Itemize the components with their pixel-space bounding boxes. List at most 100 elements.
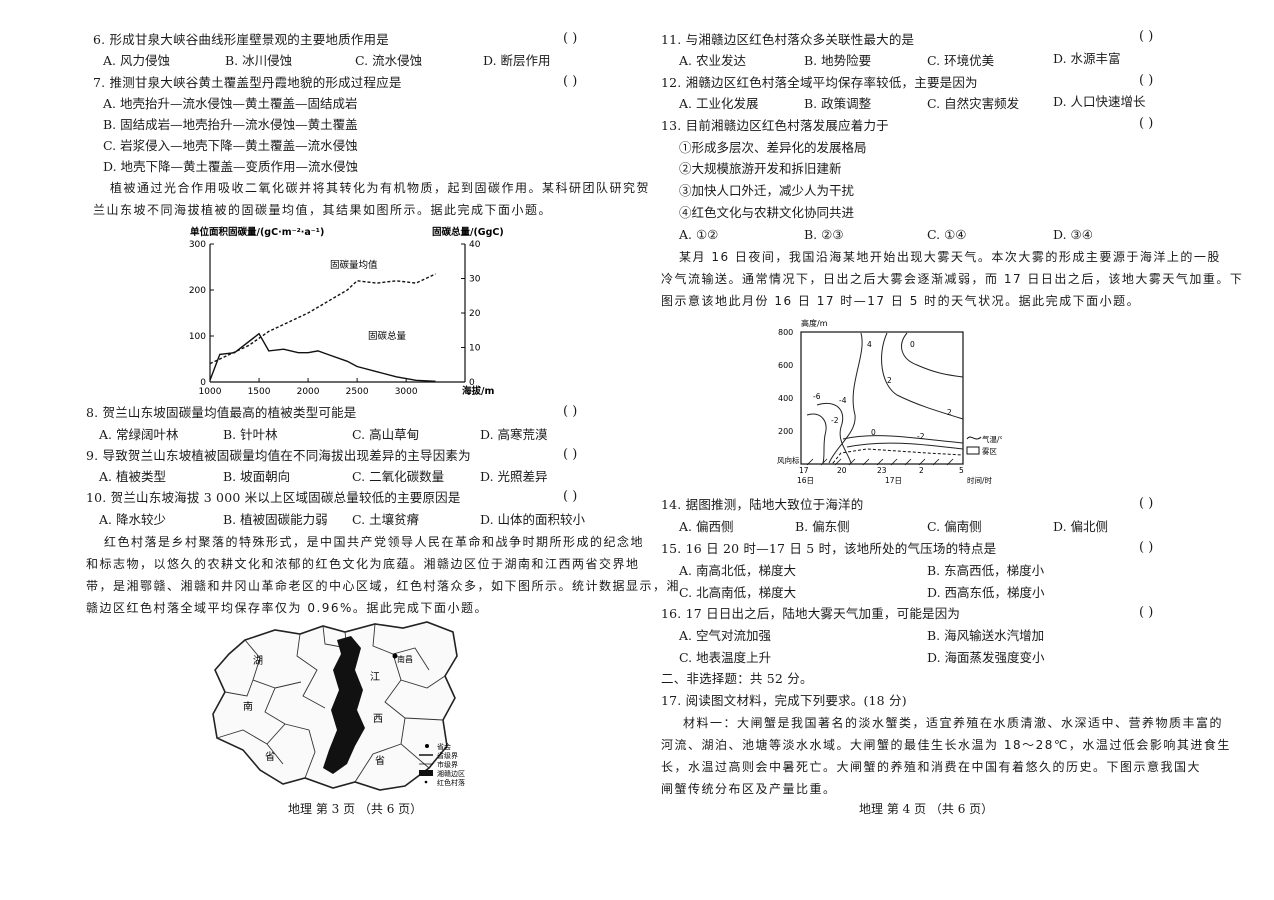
q10-option-d: D. 山体的面积较小 — [480, 512, 586, 527]
right-tick-label: 40 — [469, 240, 481, 250]
series-line-total — [209, 332, 436, 382]
q6-option-b: B. 冰川侵蚀 — [225, 53, 293, 68]
q15-option-c: C. 北高南低，梯度大 — [679, 585, 797, 600]
map-label-hu: 湖 — [253, 655, 263, 667]
capital-marker — [392, 653, 398, 659]
isotherm — [842, 435, 964, 444]
series-label-total: 固碳总量 — [368, 330, 407, 342]
legend-city-border: 市级界 — [437, 760, 458, 769]
legend-province-border: 省级界 — [437, 751, 458, 760]
contour-label: 0 — [910, 340, 915, 349]
left-page: 6. 形成甘泉大峡谷曲线形崖壁景观的主要地质作用是 ( ) A. 风力侵蚀 B.… — [86, 31, 679, 816]
material-crab-line-4: 闸蟹传统分布区及产量比重。 — [661, 782, 837, 796]
q15-option-a: A. 南高北低，梯度大 — [679, 563, 796, 578]
x-tick-label: 2500 — [346, 387, 369, 397]
fog-y-tick-800: 800 — [778, 328, 793, 337]
q14-option-b: B. 偏东侧 — [795, 519, 850, 534]
material-crab-line-3: 长，水温过高则会中暑死亡。大闸蟹的养殖和消费在中国有着悠久的历史。下图示意我国大 — [661, 760, 1202, 774]
series-line-mean — [209, 273, 436, 365]
contour-label: -2 — [917, 432, 925, 441]
isotherm — [846, 442, 964, 450]
legend-border-region: 湘赣边区 — [437, 769, 465, 778]
fog-x-tick-2: 2 — [919, 466, 924, 475]
material-village-line-2: 和标志物，以悠久的农耕文化和浓郁的红色文化为底蕴。湘赣边区位于湖南和江西两省交界… — [86, 557, 640, 571]
q11-stem: 11. 与湘赣边区红色村落众多关联性最大的是 — [661, 32, 915, 47]
q10-option-b: B. 植被固碳能力弱 — [223, 512, 328, 527]
isotherm — [806, 413, 827, 464]
q11-option-d: D. 水源丰富 — [1053, 51, 1121, 66]
fog-y-label: 高度/m — [801, 318, 828, 328]
q12-option-b: B. 政策调整 — [804, 96, 872, 111]
fog-x-tick-23: 23 — [877, 466, 887, 475]
legend-isotherm-icon — [966, 436, 982, 440]
right-tick-label: 30 — [469, 275, 481, 285]
map-label-sheng-2: 省 — [375, 754, 385, 767]
material-crab-line-2: 河流、湖泊、池塘等淡水水域。大闸蟹的最佳生长水温为 18～28℃，水温过低会影响… — [661, 738, 1231, 752]
material-fog-line-1: 某月 16 日夜间，我国沿海某地开始出现大雾天气。本次大雾的形成主要源于海洋上的… — [679, 250, 1221, 264]
x-tick-label: 3000 — [395, 387, 418, 397]
isotherm — [828, 332, 863, 464]
x-tick-label: 2000 — [297, 387, 320, 397]
right-page: 11. 与湘赣边区红色村落众多关联性最大的是 ( ) A. 农业发达 B. 地势… — [637, 0, 1274, 900]
left-tick-label: 100 — [189, 332, 206, 342]
contour-label: 2 — [947, 408, 952, 417]
fog-area — [832, 448, 964, 465]
fog-x-tick-20: 20 — [837, 466, 847, 475]
q13-item-2: ②大规模旅游开发和拆旧建新 — [679, 161, 842, 176]
legend-capital: 省会 — [437, 742, 451, 751]
x-axis-label: 海拔/m — [462, 385, 494, 397]
q14-answer-paren: ( ) — [1139, 496, 1154, 511]
q13-option-b: B. ②③ — [804, 227, 844, 242]
q8-option-b: B. 针叶林 — [223, 427, 278, 442]
q8-option-d: D. 高寒荒漠 — [480, 427, 548, 442]
fog-day-16: 16日 — [797, 476, 814, 485]
q9-stem: 9. 导致贺兰山东坡植被固碳量均值在不同海拔出现差异的主导因素为 — [86, 448, 471, 463]
map-label-sheng-1: 省 — [265, 750, 275, 763]
q13-option-c: C. ①④ — [927, 227, 967, 242]
material-village-line-1: 红色村落是乡村聚落的特殊形式，是中国共产党领导人民在革命和战争时期所形成的纪念地 — [104, 535, 645, 549]
q10-stem: 10. 贺兰山东坡海拔 3 000 米以上区域固碳总量较低的主要原因是 — [86, 490, 461, 505]
q7-option-d: D. 地壳下降—黄土覆盖—变质作用—流水侵蚀 — [103, 159, 359, 174]
q10-option-c: C. 土壤贫瘠 — [352, 512, 420, 527]
contour-label: 4 — [867, 340, 872, 349]
q13-item-1: ①形成多层次、差异化的发展格局 — [679, 140, 867, 155]
q17-stem: 17. 阅读图文材料，完成下列要求。(18 分) — [661, 693, 907, 708]
material-fog-line-2: 冷气流输送。通常情况下，日出之后大雾会逐渐减弱，而 17 日日出之后，该地大雾天… — [661, 272, 1244, 286]
wind-barbs — [806, 458, 954, 466]
material-crab-line-1: 材料一：大闸蟹是我国著名的淡水蟹类，适宜养殖在水质清澈、水深适中、营养物质丰富的 — [683, 716, 1224, 730]
q13-option-a: A. ①② — [679, 227, 719, 242]
q7-option-c: C. 岩浆侵入—地壳下降—黄土覆盖—流水侵蚀 — [103, 138, 358, 153]
q16-option-a: A. 空气对流加强 — [679, 628, 771, 643]
q10-answer-paren: ( ) — [563, 489, 578, 504]
q15-option-b: B. 东高西低，梯度小 — [927, 563, 1045, 578]
q16-option-d: D. 海面蒸发强度变小 — [927, 650, 1045, 665]
q13-answer-paren: ( ) — [1139, 116, 1154, 131]
q11-option-c: C. 环境优美 — [927, 53, 995, 68]
map-label-jiang: 江 — [370, 671, 380, 683]
q8-option-c: C. 高山草甸 — [352, 427, 420, 442]
contour-label: -6 — [813, 392, 821, 401]
map-label-nanchang: 南昌 — [397, 654, 413, 664]
fog-x-tick-17: 17 — [799, 466, 809, 475]
fog-weather-chart: 高度/m 800 600 400 200 风向标 4 0 2 -6 -4 -2 … — [777, 318, 1002, 485]
q7-stem: 7. 推测甘泉大峡谷黄土覆盖型丹霞地貌的形成过程应是 — [93, 75, 402, 90]
q6-option-c: C. 流水侵蚀 — [355, 53, 423, 68]
q12-answer-paren: ( ) — [1139, 73, 1154, 88]
material-carbon-line-1: 植被通过光合作用吸收二氧化碳并将其转化为有机物质，起到固碳作用。某科研团队研究贺 — [110, 181, 651, 195]
q9-option-a: A. 植被类型 — [99, 469, 166, 484]
q14-stem: 14. 据图推测，陆地大致位于海洋的 — [661, 497, 864, 512]
material-carbon-line-2: 兰山东坡不同海拔植被的固碳量均值，其结果如图所示。据此完成下面小题。 — [93, 203, 553, 217]
q16-option-b: B. 海风输送水汽增加 — [927, 628, 1045, 643]
q7-answer-paren: ( ) — [563, 74, 578, 89]
q12-option-d: D. 人口快速增长 — [1053, 94, 1146, 109]
fog-wind-label: 风向标 — [777, 455, 800, 465]
right-tick-label: 20 — [469, 309, 481, 319]
q11-option-a: A. 农业发达 — [679, 53, 746, 68]
map-label-xi: 西 — [373, 714, 383, 725]
map-label-nan: 南 — [243, 700, 253, 713]
q14-option-a: A. 偏西侧 — [679, 519, 734, 534]
q10-option-a: A. 降水较少 — [99, 512, 166, 527]
legend-red-village: 红色村落 — [437, 778, 465, 787]
x-tick-label: 1500 — [248, 387, 271, 397]
q8-answer-paren: ( ) — [563, 404, 578, 419]
